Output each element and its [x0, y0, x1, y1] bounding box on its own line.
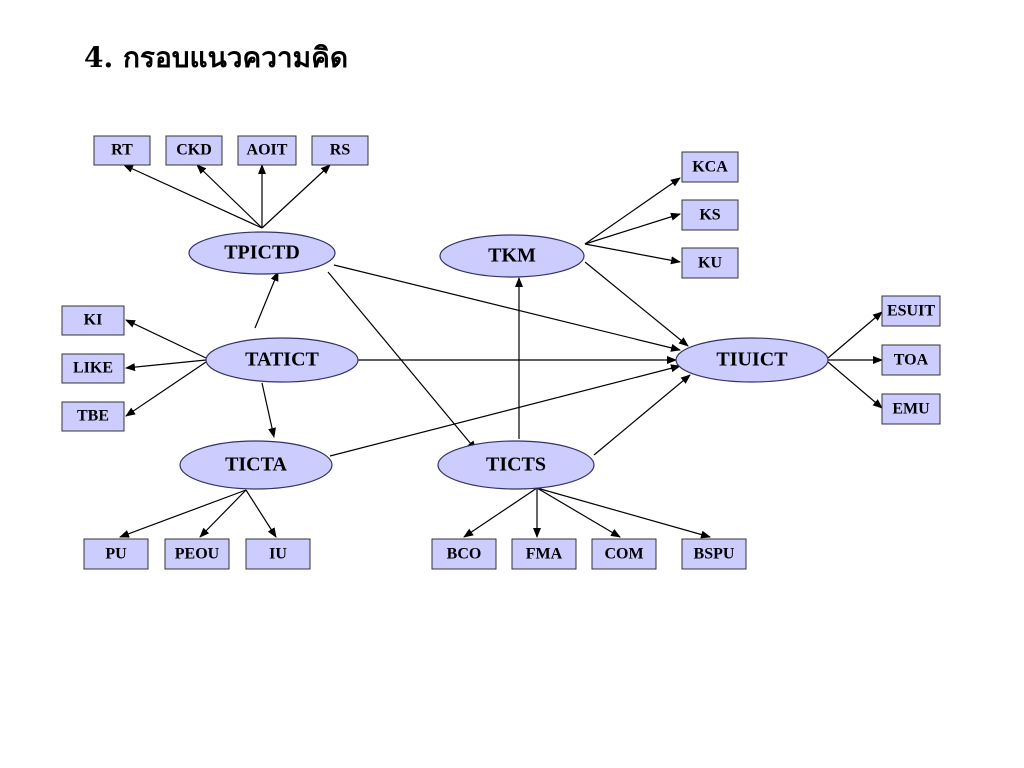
indicator-peou: PEOU — [164, 538, 230, 570]
indicator-bspu-label: BSPU — [694, 546, 735, 563]
edge-ticts-bspu — [536, 487, 711, 539]
edges-layer — [119, 164, 883, 539]
indicator-rs-label: RS — [330, 142, 351, 159]
edge-ticts-bco — [463, 487, 538, 538]
construct-ticta: TICTA — [179, 440, 333, 490]
indicator-rt-label: RT — [111, 142, 133, 159]
indicator-ckd: CKD — [165, 135, 223, 166]
edge-tkm-ku — [584, 243, 681, 265]
indicator-kca: KCA — [681, 151, 739, 183]
indicator-bco-label: BCO — [447, 546, 482, 563]
indicator-toa: TOA — [881, 344, 941, 376]
indicator-esuit: ESUIT — [881, 295, 941, 327]
edge-tatict-tpictd — [254, 271, 279, 329]
construct-ellipses: TPICTD TKM TATICT TIUICT TICTA TICTS — [179, 231, 829, 490]
indicator-com-label: COM — [604, 546, 643, 563]
indicator-pu: PU — [83, 538, 149, 570]
construct-ticta-label: TICTA — [225, 454, 287, 476]
indicator-tbe-label: TBE — [77, 408, 109, 425]
indicator-ckd-label: CKD — [176, 142, 212, 159]
indicator-like-label: LIKE — [73, 360, 113, 377]
edge-tiuict-emu — [827, 361, 883, 409]
indicator-kca-label: KCA — [692, 159, 728, 176]
construct-ticts-label: TICTS — [486, 454, 546, 476]
edge-tpictd-rs — [261, 164, 331, 229]
indicator-peou-label: PEOU — [175, 546, 220, 563]
construct-tatict: TATICT — [205, 337, 359, 383]
edge-tatict-tbe — [125, 361, 207, 417]
indicator-pu-label: PU — [105, 546, 127, 563]
page-title: 4. กรอบแนวความคิด — [84, 41, 349, 74]
indicator-rt: RT — [93, 135, 151, 166]
edge-tatict-ki — [125, 319, 207, 359]
edge-tpictd-ticts — [327, 271, 477, 451]
edge-tkm-ks — [584, 212, 681, 245]
indicator-fma-label: FMA — [526, 546, 563, 563]
indicator-ks: KS — [681, 199, 739, 231]
edge-ticta-pu — [119, 489, 247, 538]
indicator-boxes: RT CKD AOIT RS KCA KS KU KI — [61, 135, 941, 570]
construct-tpictd: TPICTD — [188, 231, 336, 275]
construct-tpictd-label: TPICTD — [224, 242, 300, 264]
indicator-rs: RS — [311, 135, 369, 166]
indicator-like: LIKE — [61, 353, 125, 384]
indicator-ks-label: KS — [699, 207, 720, 224]
edge-ticta-peou — [199, 489, 247, 538]
indicator-com: COM — [591, 538, 657, 570]
edge-tpictd-ckd — [196, 164, 263, 229]
indicator-iu: IU — [245, 538, 311, 570]
indicator-bspu: BSPU — [681, 538, 747, 570]
edge-ticts-tiuict — [593, 374, 691, 456]
indicator-emu-label: EMU — [892, 401, 930, 418]
edge-tpictd-tiuict — [333, 264, 681, 352]
edge-ticta-tiuict — [329, 364, 681, 457]
indicator-esuit-label: ESUIT — [887, 303, 935, 320]
construct-tiuict-label: TIUICT — [716, 349, 788, 371]
construct-ticts: TICTS — [437, 440, 595, 490]
edge-tkm-kca — [584, 177, 681, 245]
edge-tpictd-rt — [123, 164, 263, 229]
construct-tatict-label: TATICT — [245, 349, 319, 371]
construct-tkm-label: TKM — [488, 245, 536, 267]
indicator-ki-label: KI — [84, 312, 103, 329]
indicator-ku: KU — [681, 247, 739, 279]
indicator-iu-label: IU — [269, 546, 287, 563]
indicator-ku-label: KU — [698, 255, 722, 272]
edge-tatict-ticta — [261, 382, 276, 438]
edge-tatict-like — [125, 359, 207, 372]
edge-tkm-tiuict — [584, 261, 689, 347]
edge-ticta-iu — [245, 489, 277, 538]
edge-tiuict-esuit — [827, 311, 883, 359]
indicator-aoit-label: AOIT — [247, 142, 288, 159]
indicator-toa-label: TOA — [894, 352, 929, 369]
edge-ticts-com — [536, 487, 621, 538]
indicator-aoit: AOIT — [237, 135, 297, 166]
construct-tiuict: TIUICT — [675, 337, 829, 383]
indicator-emu: EMU — [881, 393, 941, 425]
indicator-bco: BCO — [431, 538, 497, 570]
construct-tkm: TKM — [439, 234, 585, 278]
indicator-fma: FMA — [511, 538, 577, 570]
indicator-tbe: TBE — [61, 401, 125, 432]
indicator-ki: KI — [61, 305, 125, 336]
